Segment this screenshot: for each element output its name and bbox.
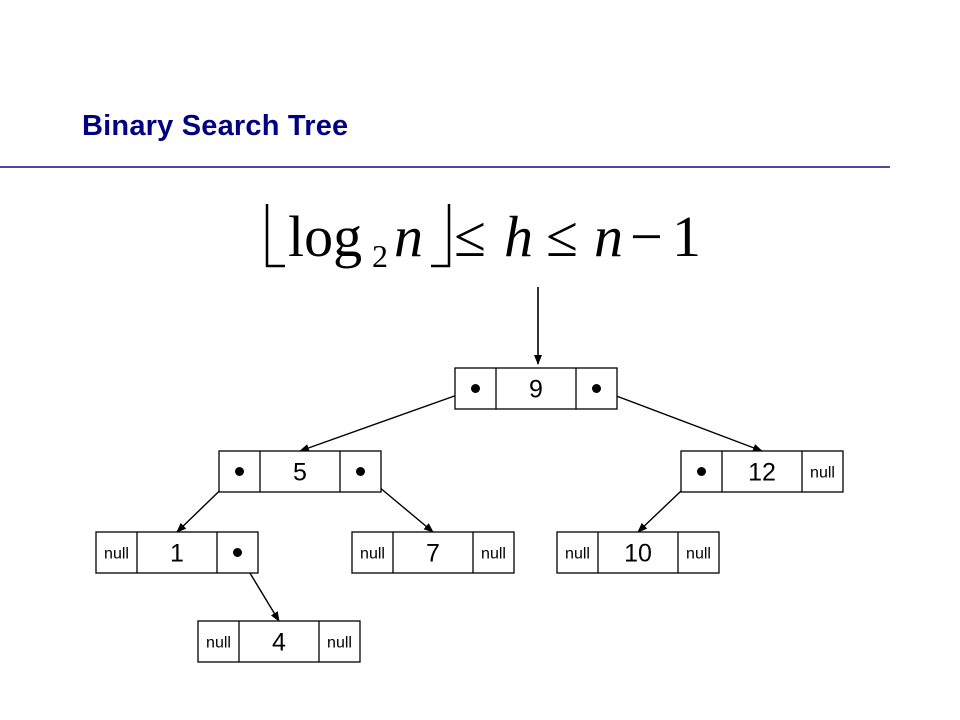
- node-value: 7: [426, 540, 440, 568]
- tree-node: 5: [218, 450, 382, 493]
- floor-brackets: [265, 204, 451, 268]
- right-null-label: null: [810, 465, 835, 482]
- left-pointer-dot: [471, 384, 480, 393]
- tree-node: 1 null: [95, 531, 259, 574]
- left-null-label: null: [565, 546, 590, 563]
- slide-title: Binary Search Tree: [82, 110, 349, 142]
- tree-node: 10 null null: [556, 531, 720, 574]
- node-box: [351, 531, 515, 574]
- edge-n9-right: [596, 387, 763, 452]
- tree-node: 7 null null: [351, 531, 515, 574]
- title-divider: [0, 166, 890, 168]
- node-value: 4: [272, 629, 286, 657]
- formula-le-second: ≤: [546, 204, 578, 269]
- node-box: [218, 450, 382, 493]
- right-null-label: null: [686, 546, 711, 563]
- height-bound-formula: log 2 n ≤ h ≤ n − 1: [258, 196, 708, 276]
- node-value: 10: [624, 540, 652, 568]
- right-null-label: null: [327, 635, 352, 652]
- left-pointer-dot: [697, 467, 706, 476]
- node-box: [95, 531, 259, 574]
- formula-minus: −: [630, 204, 663, 269]
- right-pointer-dot: [233, 548, 242, 557]
- formula-le-first: ≤: [454, 204, 486, 269]
- formula-n-second: n: [594, 204, 623, 269]
- node-value: 5: [293, 459, 307, 487]
- floor-left-bracket: [265, 204, 285, 268]
- tree-node: 12 null: [680, 450, 844, 493]
- node-box: [556, 531, 720, 574]
- floor-right-bracket: [431, 204, 451, 268]
- left-pointer-dot: [235, 467, 244, 476]
- formula-one: 1: [672, 204, 701, 269]
- right-pointer-dot: [592, 384, 601, 393]
- node-box: [454, 367, 618, 410]
- right-pointer-dot: [356, 467, 365, 476]
- node-value: 9: [529, 376, 543, 404]
- formula-log-base: 2: [372, 238, 388, 274]
- node-box: [680, 450, 844, 493]
- tree-node: 4 null null: [197, 620, 361, 663]
- right-null-label: null: [481, 546, 506, 563]
- left-null-label: null: [206, 635, 231, 652]
- left-null-label: null: [360, 546, 385, 563]
- left-null-label: null: [104, 546, 129, 563]
- formula-log: log: [288, 204, 363, 269]
- node-value: 1: [170, 540, 184, 568]
- node-box: [197, 620, 361, 663]
- formula-n-first: n: [394, 204, 423, 269]
- tree-node: 9: [454, 367, 618, 410]
- node-value: 12: [748, 459, 776, 487]
- edge-n9-left: [299, 387, 476, 452]
- formula-h: h: [504, 204, 533, 269]
